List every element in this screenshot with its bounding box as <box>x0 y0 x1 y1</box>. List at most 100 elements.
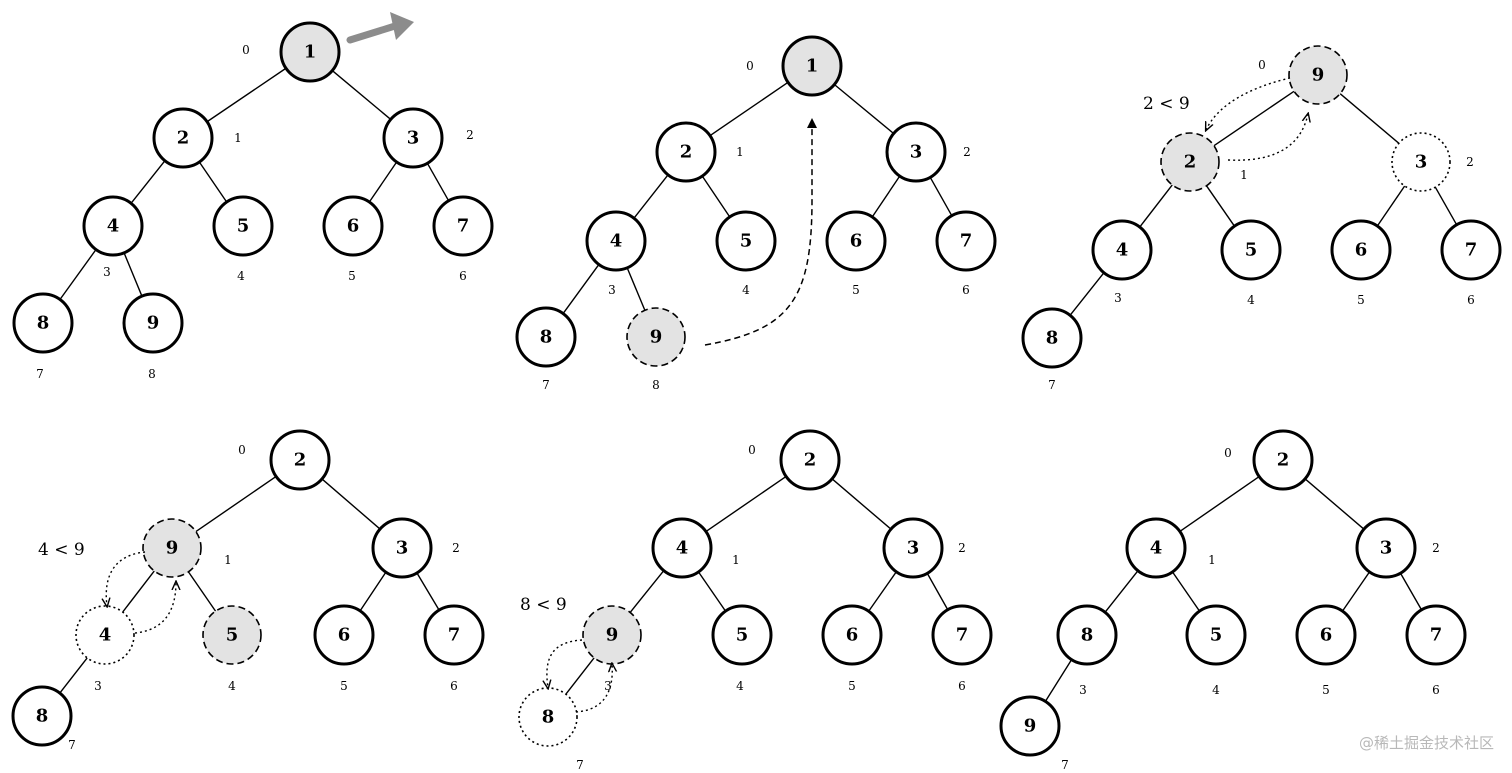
heap-node-value: 5 <box>740 231 753 252</box>
heap-node-index: 6 <box>1467 293 1475 307</box>
heap-node-circle <box>651 517 713 579</box>
tree-edge <box>833 83 895 135</box>
tree-edge <box>416 572 440 611</box>
heap-node-index: 1 <box>732 553 740 567</box>
tree-edge <box>426 162 450 202</box>
heap-node-index: 5 <box>1322 683 1330 697</box>
heap-node-index: 3 <box>1114 291 1122 305</box>
heap-node-value: 9 <box>166 538 179 559</box>
heap-node-index: 7 <box>68 738 76 752</box>
heap-node-circle <box>825 210 887 272</box>
heap-node-value: 6 <box>338 625 351 646</box>
heap-node-index: 1 <box>1208 553 1216 567</box>
heap-node-circle <box>781 35 843 97</box>
tree-edge <box>629 570 665 613</box>
heap-node-circle <box>1405 604 1467 666</box>
tree-edge <box>187 571 217 612</box>
heap-node-index: 1 <box>1240 168 1248 182</box>
heap-node-index: 2 <box>958 541 966 555</box>
heap-node-circle <box>1295 604 1357 666</box>
heap-node-index: 7 <box>36 367 44 381</box>
tree-edge <box>1205 185 1236 227</box>
heap-node-index: 4 <box>228 679 236 693</box>
heap-node-value: 4 <box>1150 538 1163 559</box>
heap-node-circle <box>269 429 331 491</box>
heap-node-circle <box>931 604 993 666</box>
tree-edge <box>871 175 901 218</box>
heap-node-index: 0 <box>242 43 250 57</box>
heap-node-index: 4 <box>742 283 750 297</box>
heap-node-circle <box>122 292 184 354</box>
heap-node-index: 5 <box>348 269 356 283</box>
swap-arrows-panel-4 <box>106 551 176 634</box>
comparison-label: 2 < 9 <box>1143 94 1190 114</box>
tree-edge <box>1171 571 1201 612</box>
heap-node-index: 0 <box>748 443 756 457</box>
tree-edge <box>59 657 88 694</box>
heap-node-index: 0 <box>746 59 754 73</box>
tree-edge <box>1304 478 1365 530</box>
heap-node-value: 2 <box>177 128 190 149</box>
heap-node-circle <box>1391 132 1451 192</box>
heap-node-circle <box>423 604 485 666</box>
heap-node-index: 1 <box>224 553 232 567</box>
heap-node-circle <box>1160 132 1220 192</box>
heap-node-value: 5 <box>1210 625 1223 646</box>
heap-node-value: 7 <box>1465 240 1478 261</box>
heap-node-index: 2 <box>1432 541 1440 555</box>
heap-node-index: 7 <box>1048 378 1056 392</box>
heap-node-index: 4 <box>237 269 245 283</box>
heap-node-index: 5 <box>848 679 856 693</box>
heap-node-index: 7 <box>576 758 584 772</box>
heap-node-index: 3 <box>1079 683 1087 697</box>
heap-node-circle <box>1252 429 1314 491</box>
heap-node-circle <box>11 685 73 747</box>
heap-node-value: 4 <box>1116 240 1129 261</box>
heap-node-index: 3 <box>94 679 102 693</box>
heap-node-index: 2 <box>1466 155 1474 169</box>
tree-edge <box>123 252 143 297</box>
tree-edge <box>1434 186 1458 226</box>
heap-node-value: 7 <box>960 231 973 252</box>
heap-node-circle <box>82 195 144 257</box>
comparison-label: 8 < 9 <box>520 595 567 615</box>
tree-edge <box>626 267 646 311</box>
heap-node-index: 4 <box>1212 683 1220 697</box>
heap-node-value: 6 <box>347 216 360 237</box>
heap-node-index: 0 <box>238 443 246 457</box>
heap-node-value: 3 <box>396 538 409 559</box>
heap-node-index: 5 <box>852 283 860 297</box>
heap-node-circle <box>585 210 647 272</box>
heap-node-circle <box>202 605 262 665</box>
heap-node-value: 3 <box>907 538 920 559</box>
heap-node-circle <box>1355 517 1417 579</box>
heap-node-value: 6 <box>1320 625 1333 646</box>
move-to-root-arrow <box>704 118 817 346</box>
heap-node-value: 2 <box>680 142 693 163</box>
heap-node-value: 3 <box>1380 538 1393 559</box>
heap-node-circle <box>1056 604 1118 666</box>
heap-node-circle <box>1288 45 1348 105</box>
heap-node-circle <box>142 518 202 578</box>
heap-node-circle <box>432 195 494 257</box>
tree-edge <box>1376 185 1406 227</box>
heap-node-index: 6 <box>962 283 970 297</box>
heap-node-index: 4 <box>736 679 744 693</box>
heap-node-value: 9 <box>147 313 160 334</box>
heap-node-value: 9 <box>1024 716 1037 737</box>
tree-edge <box>1179 475 1260 533</box>
heap-node-index: 8 <box>148 367 156 381</box>
heap-node-value: 5 <box>226 625 239 646</box>
heap-node-circle <box>382 107 444 169</box>
heap-node-value: 4 <box>676 538 689 559</box>
heap-node-index: 0 <box>1258 58 1266 72</box>
heap-node-index: 2 <box>466 128 474 142</box>
heap-node-value: 9 <box>650 327 663 348</box>
heap-node-index: 5 <box>1357 293 1365 307</box>
comparison-label: 4 < 9 <box>38 540 85 560</box>
